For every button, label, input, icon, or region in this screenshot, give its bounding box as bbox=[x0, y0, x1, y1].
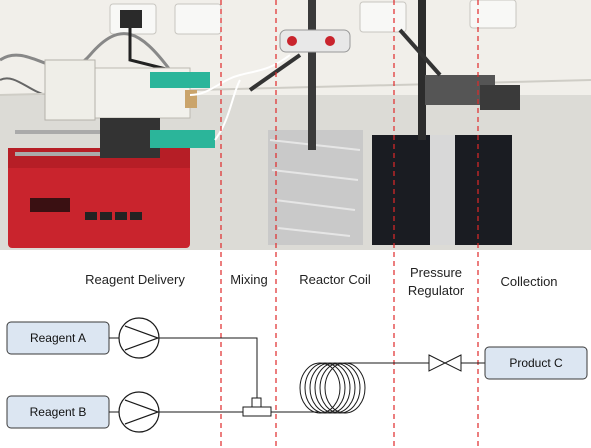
pump-key bbox=[115, 212, 127, 220]
stage-label-collection: Collection bbox=[500, 274, 557, 289]
pump-rod bbox=[15, 152, 115, 156]
tubing bbox=[189, 54, 291, 96]
syringe-back-green bbox=[150, 72, 210, 88]
wall-socket bbox=[359, 1, 407, 33]
cable bbox=[128, 28, 171, 72]
pump-display bbox=[30, 198, 70, 212]
cable bbox=[0, 32, 172, 71]
reactor-rod bbox=[308, 0, 316, 150]
stage-label-mixing: Mixing bbox=[230, 272, 268, 287]
pump-key bbox=[85, 212, 97, 220]
wall-socket bbox=[469, 0, 517, 29]
socket-plug bbox=[120, 10, 142, 28]
syringe-pump-front bbox=[8, 148, 190, 248]
stage-dividers bbox=[220, 0, 479, 448]
reagent-b-label: Reagent B bbox=[30, 405, 87, 419]
reactor-coil-holder bbox=[279, 29, 351, 53]
bowtie-valve-icon bbox=[428, 354, 462, 372]
pump-key bbox=[100, 212, 112, 220]
pump-a-icon bbox=[118, 317, 160, 359]
lab-photo bbox=[0, 0, 591, 250]
pump-b-icon bbox=[118, 391, 160, 433]
reactor-clamp bbox=[248, 53, 302, 92]
stage-label-reagent-delivery: Reagent Delivery bbox=[85, 272, 185, 287]
stage-label-regulator: Regulator bbox=[408, 283, 465, 298]
connector-red bbox=[287, 36, 297, 46]
syringe-front-green bbox=[150, 130, 215, 148]
stage-label-pressure: Pressure bbox=[410, 265, 462, 280]
syringe-back-clamp bbox=[185, 90, 197, 108]
regulator-base-stripe bbox=[430, 135, 455, 245]
pump-rod bbox=[15, 130, 115, 134]
regulator-arm bbox=[398, 28, 442, 77]
wall-socket bbox=[174, 3, 222, 35]
product-c-box bbox=[484, 346, 588, 380]
reactor-coil-icon bbox=[299, 362, 366, 414]
flow-schematic: Reagent A Reagent B bbox=[6, 317, 588, 433]
pump-key bbox=[130, 212, 142, 220]
connector-red bbox=[325, 36, 335, 46]
t-mixer-icon bbox=[242, 397, 272, 417]
regulator-rod bbox=[418, 0, 426, 140]
bpr-valve bbox=[480, 85, 520, 110]
syringe-pump-back-body bbox=[44, 59, 96, 121]
product-c-label: Product C bbox=[509, 356, 563, 370]
line-pump-a-to-mixer bbox=[159, 337, 258, 398]
tubing bbox=[214, 79, 241, 141]
reagent-a-label: Reagent A bbox=[30, 331, 86, 345]
syringe-pump-front-top bbox=[8, 148, 190, 168]
stage-label-reactor-coil: Reactor Coil bbox=[299, 272, 371, 287]
